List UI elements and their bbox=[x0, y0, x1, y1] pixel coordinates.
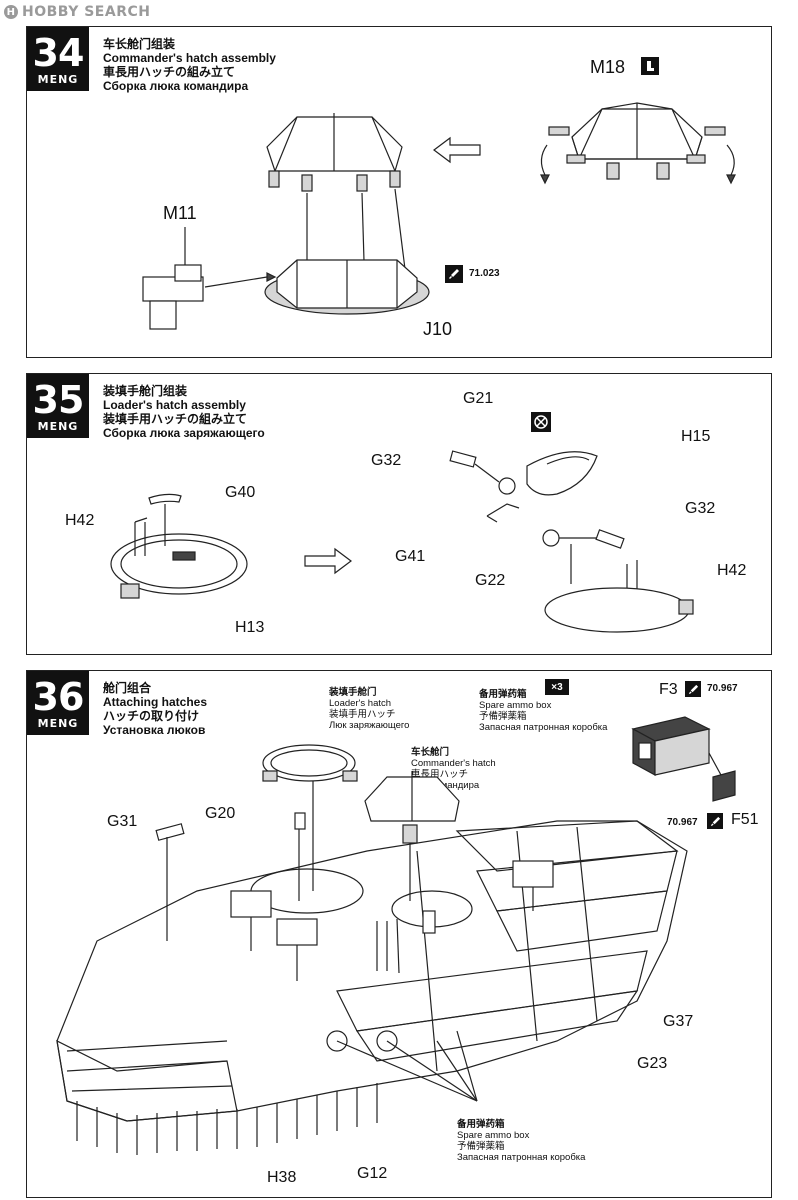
ammo-box-en-bottom: Spare ammo box bbox=[457, 1130, 530, 1141]
part-g32-label-right: G32 bbox=[685, 500, 716, 517]
arrow-right-icon bbox=[304, 547, 352, 575]
loader-hatch-ja: 装填手用ハッチ bbox=[329, 709, 396, 720]
arrow-left-icon bbox=[433, 136, 481, 164]
step-34-paint-code: 71.023 bbox=[469, 268, 500, 279]
part-j10-label: J10 bbox=[423, 319, 453, 339]
step-36-panel: 36 MENG 舱门组合 Attaching hatches ハッチの取り付け … bbox=[26, 670, 772, 1198]
step-36-title-ru: Установка люков bbox=[103, 723, 206, 737]
paint-brush-icon bbox=[445, 265, 463, 283]
part-g37-label: G37 bbox=[663, 1013, 694, 1030]
brand-logo: MENG bbox=[37, 716, 79, 730]
part-m11-drawing bbox=[142, 227, 277, 330]
watermark: H HOBBY SEARCH bbox=[4, 4, 150, 20]
commander-hatch-dome-left bbox=[266, 113, 408, 299]
part-g40-label: G40 bbox=[225, 484, 256, 501]
loader-hatch-exploded bbox=[449, 450, 694, 633]
paint-brush-icon bbox=[685, 681, 701, 697]
step-34-title-en: Commander's hatch assembly bbox=[103, 51, 276, 65]
watermark-text: HOBBY SEARCH bbox=[22, 4, 151, 20]
ammo-box-zh-top: 备用弹药箱 bbox=[479, 689, 527, 700]
ammo-box-caption-top: 备用弹药箱 Spare ammo box 予備弾薬箱 Запасная патр… bbox=[479, 689, 607, 733]
step-36-paint-code-bottom: 70.967 bbox=[667, 817, 698, 828]
loader-hatch-en: Loader's hatch bbox=[329, 698, 392, 709]
part-g12-label: G12 bbox=[357, 1165, 388, 1182]
paint-brush-icon bbox=[707, 813, 723, 829]
ammo-box-ja-top: 予備弾薬箱 bbox=[479, 711, 527, 722]
step-35-titles: 装填手舱门组装 Loader's hatch assembly 装填手用ハッチの… bbox=[103, 384, 265, 440]
step-36-badge: 36 MENG bbox=[27, 671, 89, 735]
step-34-title-ja: 車長用ハッチの組み立て bbox=[103, 65, 236, 79]
ammo-box-zh-bottom: 备用弹药箱 bbox=[457, 1119, 505, 1130]
part-h15-label: H15 bbox=[681, 428, 711, 445]
part-g32-label-left: G32 bbox=[371, 452, 402, 469]
part-h38-label: H38 bbox=[267, 1169, 297, 1186]
loader-hatch-caption: 装填手舱门 Loader's hatch 装填手用ハッチ Люк заряжаю… bbox=[329, 687, 409, 731]
brand-logo: MENG bbox=[37, 419, 79, 433]
step-35-title-zh: 装填手舱门组装 bbox=[103, 384, 188, 398]
step-36-titles: 舱门组合 Attaching hatches ハッチの取り付け Установк… bbox=[103, 681, 207, 737]
part-h42-label-right: H42 bbox=[717, 562, 747, 579]
commander-hatch-en: Commander's hatch bbox=[411, 758, 496, 769]
part-g31-label: G31 bbox=[107, 813, 138, 830]
commander-hatch-ja: 車長用ハッチ bbox=[411, 769, 469, 780]
cement-icon bbox=[641, 57, 659, 75]
commander-hatch-zh: 车长舱门 bbox=[411, 747, 450, 758]
step-36-number: 36 bbox=[32, 674, 85, 719]
watermark-logo: H bbox=[4, 5, 18, 19]
loader-hatch-ru: Люк заряжающего bbox=[329, 720, 410, 731]
step-35-number: 35 bbox=[32, 377, 85, 422]
part-g21-label: G21 bbox=[463, 390, 494, 407]
step-35-title-ru: Сборка люка заряжающего bbox=[103, 426, 265, 440]
step-36-title-ja: ハッチの取り付け bbox=[103, 709, 200, 723]
part-g20-label: G20 bbox=[205, 805, 236, 822]
ammo-box-caption-bottom: 备用弹药箱 Spare ammo box 予備弾薬箱 Запасная патр… bbox=[457, 1119, 585, 1163]
part-h13-label: H13 bbox=[235, 619, 265, 636]
part-m18-label: M18 bbox=[590, 57, 626, 77]
part-m11-label: M11 bbox=[163, 203, 197, 223]
ammo-box-ru-bottom: Запасная патронная коробка bbox=[457, 1152, 586, 1163]
ammo-box-ru-top: Запасная патронная коробка bbox=[479, 722, 608, 733]
step-34-number: 34 bbox=[32, 30, 85, 75]
step-34-titles: 车长舱门组装 Commander's hatch assembly 車長用ハッチ… bbox=[103, 37, 276, 93]
loader-hatch-left bbox=[110, 493, 248, 599]
step-35-badge: 35 MENG bbox=[27, 374, 89, 438]
step-34-badge: 34 MENG bbox=[27, 27, 89, 91]
ammo-box-en-top: Spare ammo box bbox=[479, 700, 552, 711]
part-h42-label-left: H42 bbox=[65, 512, 95, 529]
step-35-title-ja: 装填手用ハッチの組み立て bbox=[103, 412, 248, 426]
no-glue-icon bbox=[531, 412, 551, 432]
part-g23-label: G23 bbox=[637, 1055, 668, 1072]
part-g41-label: G41 bbox=[395, 548, 426, 565]
part-f3-label: F3 bbox=[659, 681, 678, 698]
turret-assembly-drawing bbox=[56, 744, 688, 1155]
commander-hatch-dome-right bbox=[540, 102, 736, 185]
step-36-paint-code-top: 70.967 bbox=[707, 683, 738, 694]
brand-logo: MENG bbox=[37, 72, 79, 86]
ammo-box-f3-drawing bbox=[631, 716, 736, 802]
part-g22-label: G22 bbox=[475, 572, 506, 589]
step-35-panel: 35 MENG 装填手舱门组装 Loader's hatch assembly … bbox=[26, 373, 772, 655]
step-34-panel: 34 MENG 车长舱门组装 Commander's hatch assembl… bbox=[26, 26, 772, 358]
step-36-title-zh: 舱门组合 bbox=[103, 681, 152, 695]
part-f51-label: F51 bbox=[731, 811, 759, 828]
hatch-ring-j10 bbox=[264, 259, 430, 315]
step-34-title-zh: 车长舱门组装 bbox=[103, 37, 176, 51]
step-36-title-en: Attaching hatches bbox=[103, 695, 208, 709]
step-35-title-en: Loader's hatch assembly bbox=[103, 398, 246, 412]
ammo-box-ja-bottom: 予備弾薬箱 bbox=[457, 1141, 505, 1152]
ammo-box-count-badge: ×3 bbox=[545, 679, 569, 695]
step-34-title-ru: Сборка люка командира bbox=[103, 79, 249, 93]
loader-hatch-zh: 装填手舱门 bbox=[329, 687, 377, 698]
